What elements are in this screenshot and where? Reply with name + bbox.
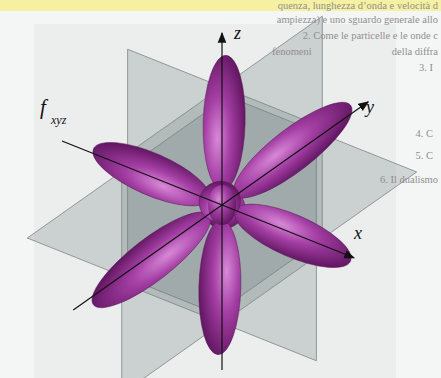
coordinate-axis (73, 102, 368, 310)
axis-label: y (366, 98, 374, 118)
orbital-lobe (85, 130, 218, 219)
page-text: fenomeni (272, 46, 312, 58)
top-band (0, 0, 441, 11)
page-text: quenza, lunghezza d’onda e velocità d (278, 0, 438, 12)
orbital-lobe (222, 89, 363, 212)
page-text: ampiezza) e uno sguardo generale allo (277, 14, 438, 26)
page-text: 4. C (415, 128, 433, 140)
page-text: 3. I (419, 62, 433, 74)
orbital-subscript: xyz (51, 114, 66, 127)
page-text: 2. Come le particelle e le onde c (303, 30, 438, 42)
coordinate-axis (62, 141, 354, 258)
axis-label: x (354, 224, 362, 244)
orbital-lobe (226, 191, 359, 280)
orbital-lobe (197, 219, 242, 355)
page-text: 5. C (415, 150, 433, 162)
coordinate-axis (221, 33, 222, 370)
page-text: 6. Il dualismo (380, 174, 438, 186)
page-text: della diffra (392, 46, 438, 58)
orbital-name: f (40, 96, 46, 119)
axis-label: z (234, 24, 241, 44)
orbital-lobe (201, 55, 246, 191)
